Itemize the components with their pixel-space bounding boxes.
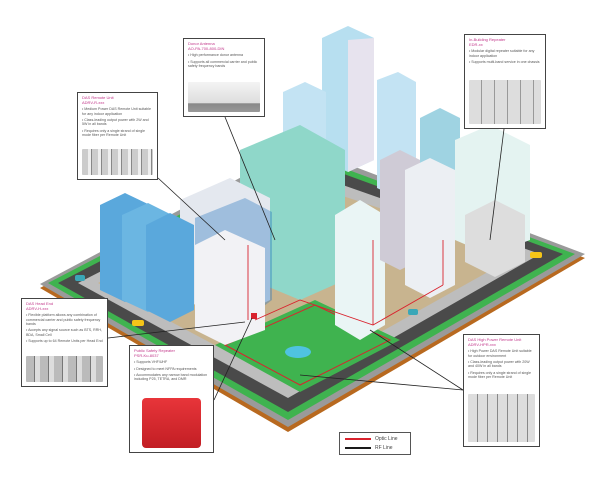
callout-das-high-power-remote: DAS High Power Remote Unit ADRV-HPR-xxx … xyxy=(463,334,540,447)
leader-lines xyxy=(107,116,505,401)
callout-donor-antenna: Donor Antenna AO-PA-700-800-DIN High per… xyxy=(183,38,265,117)
callout-das-head-end: DAS Head End ADRV-H-xxx Flexible platfor… xyxy=(21,298,108,387)
buildings xyxy=(100,26,530,345)
public-safety-repeater-unit xyxy=(251,313,257,319)
callout-title: Public Safety Repeater xyxy=(134,348,175,353)
callout-model: ADRV-H-xxx xyxy=(26,305,49,311)
callout-model: AO-PA-700-800-DIN xyxy=(188,45,225,51)
public-safety-repeater-image xyxy=(142,398,201,448)
legend-optic-line: Optic Line xyxy=(345,436,398,442)
callout-title: DAS Head End xyxy=(26,301,54,306)
car-teal xyxy=(408,309,418,315)
callout-model: ADRV-HPR-xxx xyxy=(468,341,496,347)
callout-bullet: High performance donor antenna xyxy=(188,53,260,57)
legend-label: RF Line xyxy=(375,445,393,451)
optic-loop xyxy=(223,304,392,386)
callout-model: PSR-Ku-8037 xyxy=(134,352,159,358)
das-head-end-image xyxy=(26,356,103,382)
donor-antenna-image xyxy=(188,82,260,112)
callout-bullet: Accommodates any narrow band modulation … xyxy=(134,373,209,382)
callout-bullet: Accepts any signal source such as BTS, R… xyxy=(26,328,103,337)
rf-line-swatch xyxy=(345,447,371,449)
callout-model: ADRV-R-xxx xyxy=(82,99,105,105)
callout-bullet: Flexible platform allows any combination… xyxy=(26,313,103,326)
legend-rf-line: RF Line xyxy=(345,445,393,451)
pond xyxy=(285,346,311,358)
legend: Optic Line RF Line xyxy=(339,432,411,455)
callout-bullet: Supports all commercial carrier and publ… xyxy=(188,60,260,69)
legend-label: Optic Line xyxy=(375,436,398,442)
car-yellow xyxy=(530,252,542,258)
in-building-repeater-image xyxy=(469,80,541,124)
callout-title: DAS Remote Unit xyxy=(82,95,114,100)
callout-bullet: Supports multi-band service in one chass… xyxy=(469,60,541,64)
das-remote-unit-image xyxy=(82,149,153,175)
callout-bullet: Supports VHF/UHF xyxy=(134,360,209,364)
callout-bullet: Requires only a single strand of single … xyxy=(468,371,535,380)
callout-model: EDR-xx xyxy=(469,41,483,47)
callout-title: In-Building Repeater xyxy=(469,37,506,42)
callout-bullet: Requires only a single strand of single … xyxy=(82,129,153,138)
car-yellow xyxy=(132,320,144,326)
callout-bullet: Designed to meet NFPA requirements xyxy=(134,367,209,371)
callout-in-building-repeater: In-Building Repeater EDR-xx Modular digi… xyxy=(464,34,546,129)
callout-bullet: Medium Power DAS Remote Unit suitable fo… xyxy=(82,107,153,116)
callout-das-remote-unit: DAS Remote Unit ADRV-R-xxx Medium Power … xyxy=(77,92,158,180)
car-teal xyxy=(75,275,85,281)
callout-bullet: Class-leading output power with 20W and … xyxy=(468,360,535,369)
callout-public-safety-repeater: Public Safety Repeater PSR-Ku-8037 Suppo… xyxy=(129,345,214,453)
das-high-power-image xyxy=(468,394,535,442)
callout-bullet: Class-leading output power with 2W and 5… xyxy=(82,118,153,127)
callout-bullet: Modular digital repeater suitable for an… xyxy=(469,49,541,58)
callout-title: DAS High Power Remote Unit xyxy=(468,337,522,342)
callout-bullet: Supports up to 64 Remote Units per Head … xyxy=(26,339,103,343)
optic-risers xyxy=(247,240,444,326)
callout-bullet: High Power DAS Remote Unit suitable for … xyxy=(468,349,535,358)
callout-title: Donor Antenna xyxy=(188,41,215,46)
optic-line-swatch xyxy=(345,438,371,440)
